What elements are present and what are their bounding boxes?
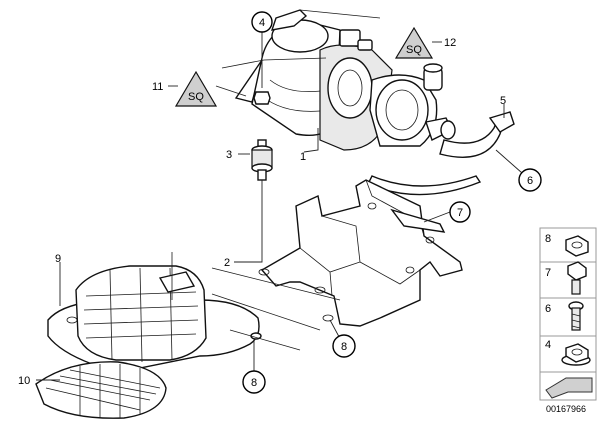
sidebar-label-7: 7 [545, 267, 551, 279]
svg-text:8: 8 [251, 377, 257, 389]
callout-labels: 1 2 3 5 9 10 11 12 [18, 37, 506, 387]
heat-shield-assembly [47, 265, 262, 369]
svg-text:4: 4 [259, 17, 265, 29]
flange-bolt-icon [567, 261, 587, 295]
circled-ref-6-right: 6 [518, 168, 542, 192]
callout-9: 9 [55, 253, 61, 265]
callout-3: 3 [226, 149, 232, 161]
svg-text:8: 8 [341, 341, 347, 353]
support-bracket-frame [258, 179, 463, 327]
sidebar-label-6: 6 [545, 303, 551, 315]
screw-icon [568, 301, 584, 331]
svg-text:6: 6 [527, 175, 533, 187]
cover-grille [35, 361, 167, 419]
warning-label-12: SQ [394, 26, 434, 59]
flange-nut-icon [561, 343, 591, 366]
callout-2: 2 [224, 257, 230, 269]
rubber-mount [251, 91, 273, 181]
fastener-sidebar: 8 7 6 4 [539, 227, 597, 401]
callout-5: 5 [500, 95, 506, 107]
callout-10: 10 [18, 375, 30, 387]
callout-12: 12 [444, 37, 456, 49]
callout-11: 11 [152, 81, 163, 93]
circled-ref-8-bracket: 8 [332, 334, 356, 358]
callout-1: 1 [300, 151, 306, 163]
warning-label-11-text: SQ [188, 91, 204, 103]
callout-4-circle: 4 [251, 11, 273, 33]
hex-nut-icon [565, 235, 589, 257]
pump-motor-assembly [234, 9, 515, 196]
warning-label-12-text: SQ [406, 44, 422, 56]
svg-text:7: 7 [457, 207, 463, 219]
sidebar-label-4: 4 [545, 339, 551, 351]
warning-label-11: SQ [174, 70, 218, 107]
sidebar-label-8: 8 [545, 233, 551, 245]
orientation-arrow-icon [545, 377, 593, 399]
circled-ref-8-bottom: 8 [242, 370, 266, 394]
diagram-id: 00167966 [546, 404, 586, 414]
callout-7-circle: 7 [449, 201, 471, 223]
